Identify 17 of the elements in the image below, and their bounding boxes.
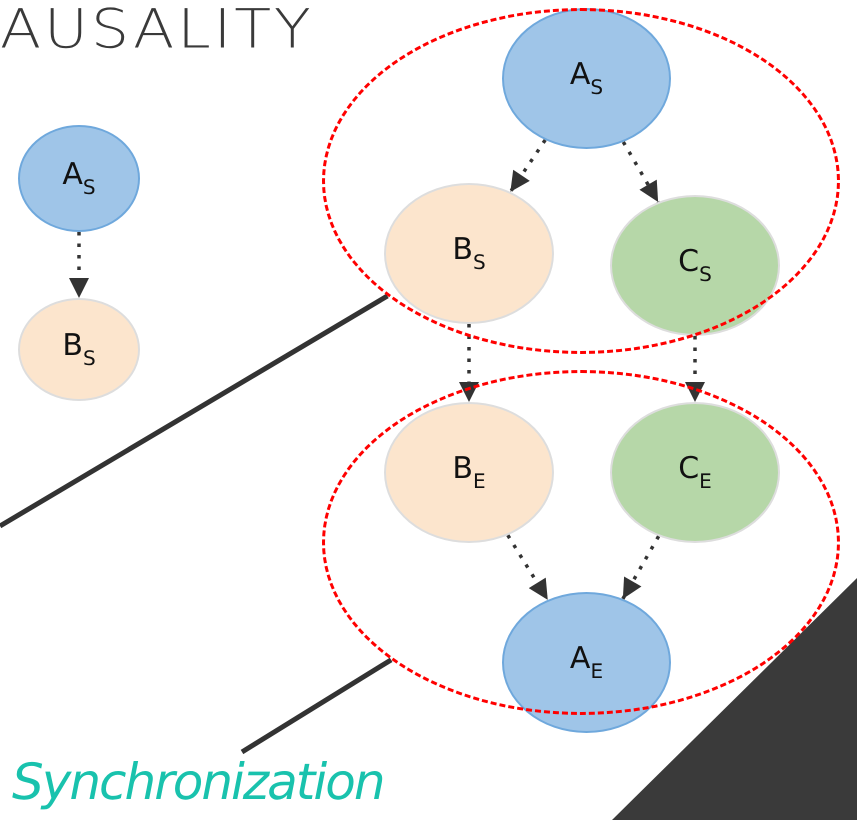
dotted-arrow [622,141,660,203]
event-label: B$_{S}$ [452,235,486,272]
dotted-arrow [685,336,705,402]
event-label: C$_{S}$ [678,247,712,284]
event-label: C$_{E}$ [678,454,712,491]
event-label: A$_{E}$ [570,644,604,681]
dotted-arrow [508,139,547,193]
dotted-arrow [459,324,479,402]
dotted-arrow [506,534,550,601]
section-label: Synchronization [12,755,384,810]
dotted-arrow [621,535,660,600]
dotted-arrow [69,232,89,298]
title: AUSALITY [0,0,314,60]
event-label: A$_{S}$ [62,160,96,197]
event-label: A$_{S}$ [570,60,604,97]
event-label: B$_{S}$ [62,331,96,368]
event-label: B$_{E}$ [452,454,486,491]
